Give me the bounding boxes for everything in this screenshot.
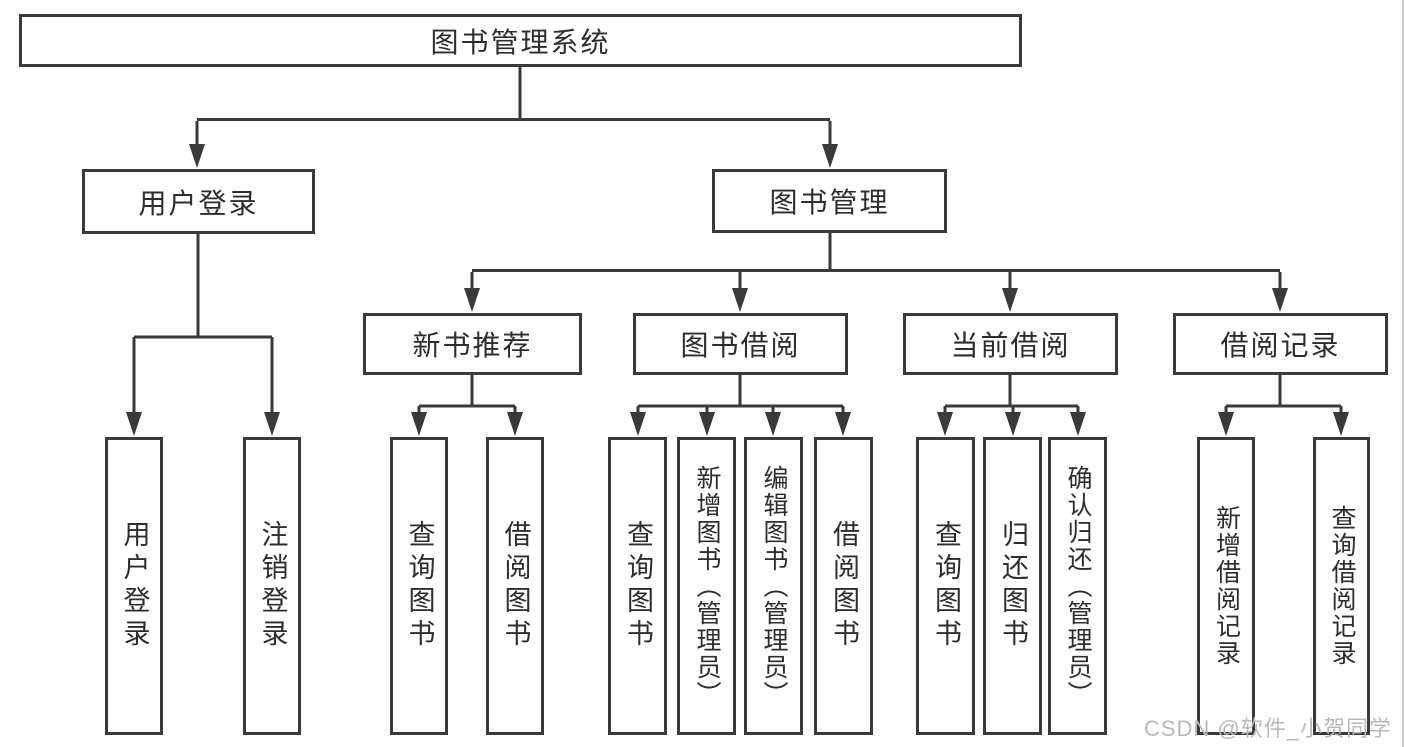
node-borrow-records: 借阅记录 — [1173, 313, 1388, 375]
leaf-confirm-return-admin-label: 确认归还（管理员） — [1064, 464, 1092, 708]
leaf-add-books-admin: 新增图书（管理员） — [677, 437, 736, 735]
leaf-logout-label: 注销登录 — [257, 520, 288, 652]
leaf-borrow-books-2-label: 借阅图书 — [829, 520, 859, 652]
leaf-return-books-label: 归还图书 — [998, 520, 1028, 652]
node-borrow-records-label: 借阅记录 — [1220, 330, 1341, 361]
node-library-system-label: 图书管理系统 — [430, 26, 611, 58]
node-current-borrow: 当前借阅 — [903, 313, 1118, 375]
leaf-user-login: 用户登录 — [105, 437, 163, 735]
leaf-confirm-return-admin: 确认归还（管理员） — [1048, 437, 1107, 735]
leaf-query-books-1: 查询图书 — [390, 437, 448, 735]
leaf-logout: 注销登录 — [243, 437, 301, 735]
leaf-user-login-label: 用户登录 — [119, 520, 150, 652]
leaf-edit-books-admin: 编辑图书（管理员） — [744, 437, 803, 735]
leaf-query-borrow-record: 查询借阅记录 — [1313, 437, 1370, 735]
node-book-borrow: 图书借阅 — [633, 313, 848, 375]
leaf-return-books: 归还图书 — [983, 437, 1042, 735]
leaf-borrow-books-1: 借阅图书 — [486, 437, 544, 735]
leaf-query-borrow-record-label: 查询借阅记录 — [1328, 505, 1356, 667]
leaf-borrow-books-2: 借阅图书 — [814, 437, 873, 735]
leaf-add-borrow-record: 新增借阅记录 — [1197, 437, 1255, 735]
watermark-text: CSDN @软件_小贺同学 — [1143, 716, 1392, 741]
leaf-borrow-books-1-label: 借阅图书 — [500, 520, 531, 652]
leaf-add-books-admin-label: 新增图书（管理员） — [693, 464, 721, 708]
leaf-query-books-2-label: 查询图书 — [623, 520, 653, 652]
node-new-book-recommend-label: 新书推荐 — [412, 330, 533, 361]
node-current-borrow-label: 当前借阅 — [950, 330, 1071, 361]
leaf-query-books-1-label: 查询图书 — [404, 520, 435, 652]
leaf-query-books-3-label: 查询图书 — [931, 520, 961, 652]
node-user-login: 用户登录 — [82, 169, 315, 234]
node-book-management-label: 图书管理 — [769, 187, 890, 218]
node-book-management: 图书管理 — [712, 169, 947, 233]
leaf-edit-books-admin-label: 编辑图书（管理员） — [760, 464, 788, 708]
leaf-query-books-2: 查询图书 — [608, 437, 667, 735]
node-library-system: 图书管理系统 — [19, 14, 1022, 67]
leaf-query-books-3: 查询图书 — [916, 437, 975, 735]
node-user-login-label: 用户登录 — [138, 187, 259, 219]
node-new-book-recommend: 新书推荐 — [363, 313, 582, 375]
leaf-add-borrow-record-label: 新增借阅记录 — [1212, 505, 1241, 667]
page-edge-line — [1402, 0, 1404, 747]
node-book-borrow-label: 图书借阅 — [680, 330, 801, 361]
